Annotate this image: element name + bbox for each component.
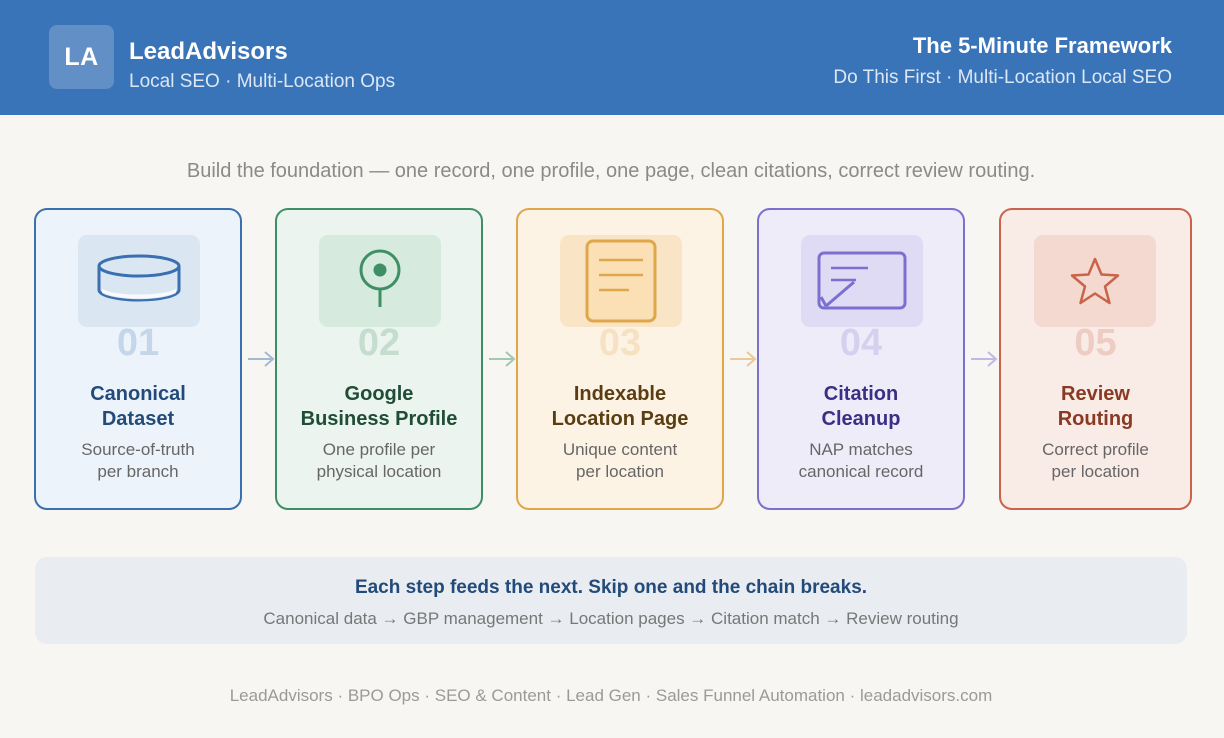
step-number: 03 [598, 322, 642, 364]
icon-tile [801, 235, 923, 327]
document-icon [585, 239, 657, 323]
summary-flow: Canonical data → GBP management → Locati… [263, 609, 959, 628]
page-title: The 5-Minute Framework [912, 33, 1172, 58]
database-icon [97, 254, 181, 302]
icon-tile [1034, 235, 1156, 327]
arrow-right-icon [489, 351, 516, 367]
footer-text: LeadAdvisors · BPO Ops · SEO & Content ·… [229, 686, 993, 705]
icon-tile [78, 235, 200, 327]
header-bar: LA LeadAdvisors Local SEO · Multi-Locati… [0, 0, 1224, 115]
intro-text: Build the foundation — one record, one p… [186, 160, 1036, 182]
brand-name: LeadAdvisors [129, 38, 288, 65]
edit-card-icon [817, 251, 907, 310]
step-number: 01 [116, 322, 160, 364]
step-number: 04 [839, 322, 883, 364]
summary-title: Each step feeds the next. Skip one and t… [354, 577, 868, 598]
step-number: 05 [1074, 322, 1117, 364]
summary-box: Each step feeds the next. Skip one and t… [35, 557, 1187, 644]
arrow-right-icon [248, 351, 275, 367]
map-pin-icon [359, 249, 401, 307]
step-number: 02 [357, 322, 401, 364]
logo: LA [49, 25, 114, 89]
arrow-right-icon [730, 351, 757, 367]
arrow-right-icon [971, 351, 998, 367]
star-icon [1070, 257, 1120, 305]
icon-tile [319, 235, 441, 327]
brand-tagline: Local SEO · Multi-Location Ops [129, 71, 396, 92]
icon-tile [560, 235, 682, 327]
page-subtitle: Do This First · Multi-Location Local SEO [833, 67, 1172, 88]
